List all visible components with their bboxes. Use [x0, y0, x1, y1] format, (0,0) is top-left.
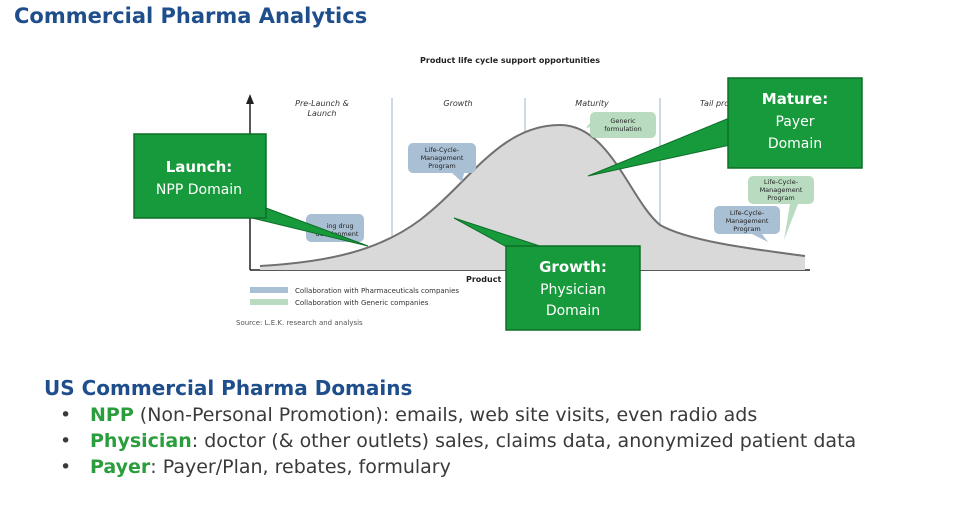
domain-keyword: NPP — [90, 404, 134, 426]
source-note: Source: L.E.K. research and analysis — [236, 319, 363, 327]
mature-callout-sub2: Domain — [768, 136, 822, 152]
svg-text:Management: Management — [421, 154, 464, 162]
mature-callout-title: Mature: — [762, 90, 828, 108]
domain-keyword: Payer — [90, 456, 151, 478]
phase-label: Maturity — [575, 99, 609, 108]
growth-callout-sub2: Domain — [546, 303, 600, 319]
page-title: Commercial Pharma Analytics — [14, 4, 368, 28]
launch-callout-sub: NPP Domain — [156, 182, 242, 198]
launch-callout: Launch: NPP Domain — [133, 133, 369, 247]
svg-text:Management: Management — [726, 217, 769, 225]
list-item: Physician: doctor (& other outlets) sale… — [60, 430, 857, 452]
launch-callout-title: Launch: — [166, 158, 233, 176]
life-cycle-diagram: Product life cycle support opportunities… — [133, 56, 863, 331]
list-item: NPP (Non-Personal Promotion): emails, we… — [60, 404, 856, 426]
growth-callout-title: Growth: — [539, 258, 607, 276]
domain-description: : Payer/Plan, rebates, formulary — [150, 456, 451, 478]
svg-text:Generic: Generic — [610, 117, 636, 125]
phase-label: Tail pro — [700, 99, 729, 108]
life-cycle-curve-line — [259, 123, 806, 267]
x-axis-label: Product — [466, 275, 501, 284]
legend-label-pharma: Collaboration with Pharmaceuticals compa… — [295, 287, 459, 295]
domain-description: (Non-Personal Promotion): emails, web si… — [133, 404, 758, 426]
svg-text:Management: Management — [760, 186, 803, 194]
svg-text:Program: Program — [428, 162, 455, 170]
life-cycle-curve — [260, 125, 805, 270]
domain-description: : doctor (& other outlets) sales, claims… — [191, 430, 857, 452]
svg-text:Life-Cycle-: Life-Cycle- — [730, 209, 765, 217]
bubble-lcm-tail-blue: Life-Cycle- Management Program — [714, 206, 780, 242]
bubble-generic-formulation: Generic formulation — [586, 112, 656, 138]
domain-keyword: Physician — [90, 430, 192, 452]
legend-swatch-generic — [250, 299, 288, 305]
bubble-lcm-growth: Life-Cycle- Management Program — [408, 143, 476, 182]
mature-callout-sub1: Payer — [775, 114, 814, 130]
phase-label: Launch — [308, 109, 337, 118]
legend-label-generic: Collaboration with Generic companies — [295, 299, 429, 307]
growth-callout-sub1: Physician — [540, 282, 606, 298]
svg-text:ing drug: ing drug — [326, 222, 353, 230]
growth-callout: Growth: Physician Domain — [453, 217, 641, 331]
mature-callout: Mature: Payer Domain — [587, 77, 863, 177]
section-heading: US Commercial Pharma Domains — [44, 376, 413, 400]
svg-text:formulation: formulation — [604, 125, 642, 133]
y-axis-arrow — [246, 94, 254, 104]
svg-text:Life-Cycle-: Life-Cycle- — [425, 146, 460, 154]
domain-list: NPP (Non-Personal Promotion): emails, we… — [60, 404, 857, 482]
list-item: Payer: Payer/Plan, rebates, formulary — [60, 456, 856, 478]
phase-label: Growth — [443, 99, 472, 108]
svg-text:Program: Program — [767, 194, 794, 202]
phase-label: Pre-Launch & — [295, 99, 349, 108]
bubble-lcm-tail-green: Life-Cycle- Management Program — [748, 176, 814, 240]
svg-text:Program: Program — [733, 225, 760, 233]
diagram-title: Product life cycle support opportunities — [420, 56, 600, 65]
svg-text:Life-Cycle-: Life-Cycle- — [764, 178, 799, 186]
legend-swatch-pharma — [250, 287, 288, 293]
